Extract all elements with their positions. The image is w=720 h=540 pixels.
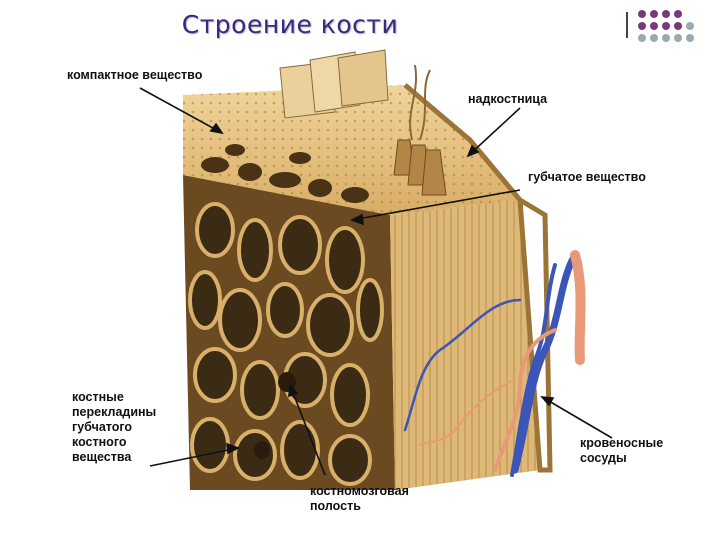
dot (686, 22, 694, 30)
label-periosteum: надкостница (468, 92, 548, 106)
dot (674, 34, 682, 42)
dot (650, 10, 658, 18)
dot (638, 22, 646, 30)
osteon-cylinders (393, 139, 447, 196)
dot (650, 22, 658, 30)
dot (650, 34, 658, 42)
dot (674, 22, 682, 30)
bone-side-face (390, 200, 540, 490)
dot (662, 34, 670, 42)
slide-title: Строение кости (181, 10, 399, 39)
dot (638, 10, 646, 18)
pointer-arrows (139, 87, 613, 476)
nerve-fibers (409, 64, 431, 141)
periosteum-edge (403, 83, 553, 473)
title-divider (626, 12, 628, 38)
dot (662, 22, 670, 30)
label-spongy-substance: губчатое вещество (528, 170, 646, 184)
bone-slices (279, 49, 389, 119)
dot (686, 34, 694, 42)
blood-vessels (403, 250, 586, 477)
label-blood-vessels: кровеносные сосуды (580, 436, 664, 465)
bone-front-face (183, 175, 395, 490)
label-compact-substance: компактное вещество (67, 68, 203, 82)
label-bone-trabeculae: костные перекладины губчатого костного в… (72, 390, 157, 464)
dot (662, 10, 670, 18)
label-marrow-cavity: костномозговая полость (310, 484, 409, 513)
dot (674, 10, 682, 18)
dot (638, 34, 646, 42)
